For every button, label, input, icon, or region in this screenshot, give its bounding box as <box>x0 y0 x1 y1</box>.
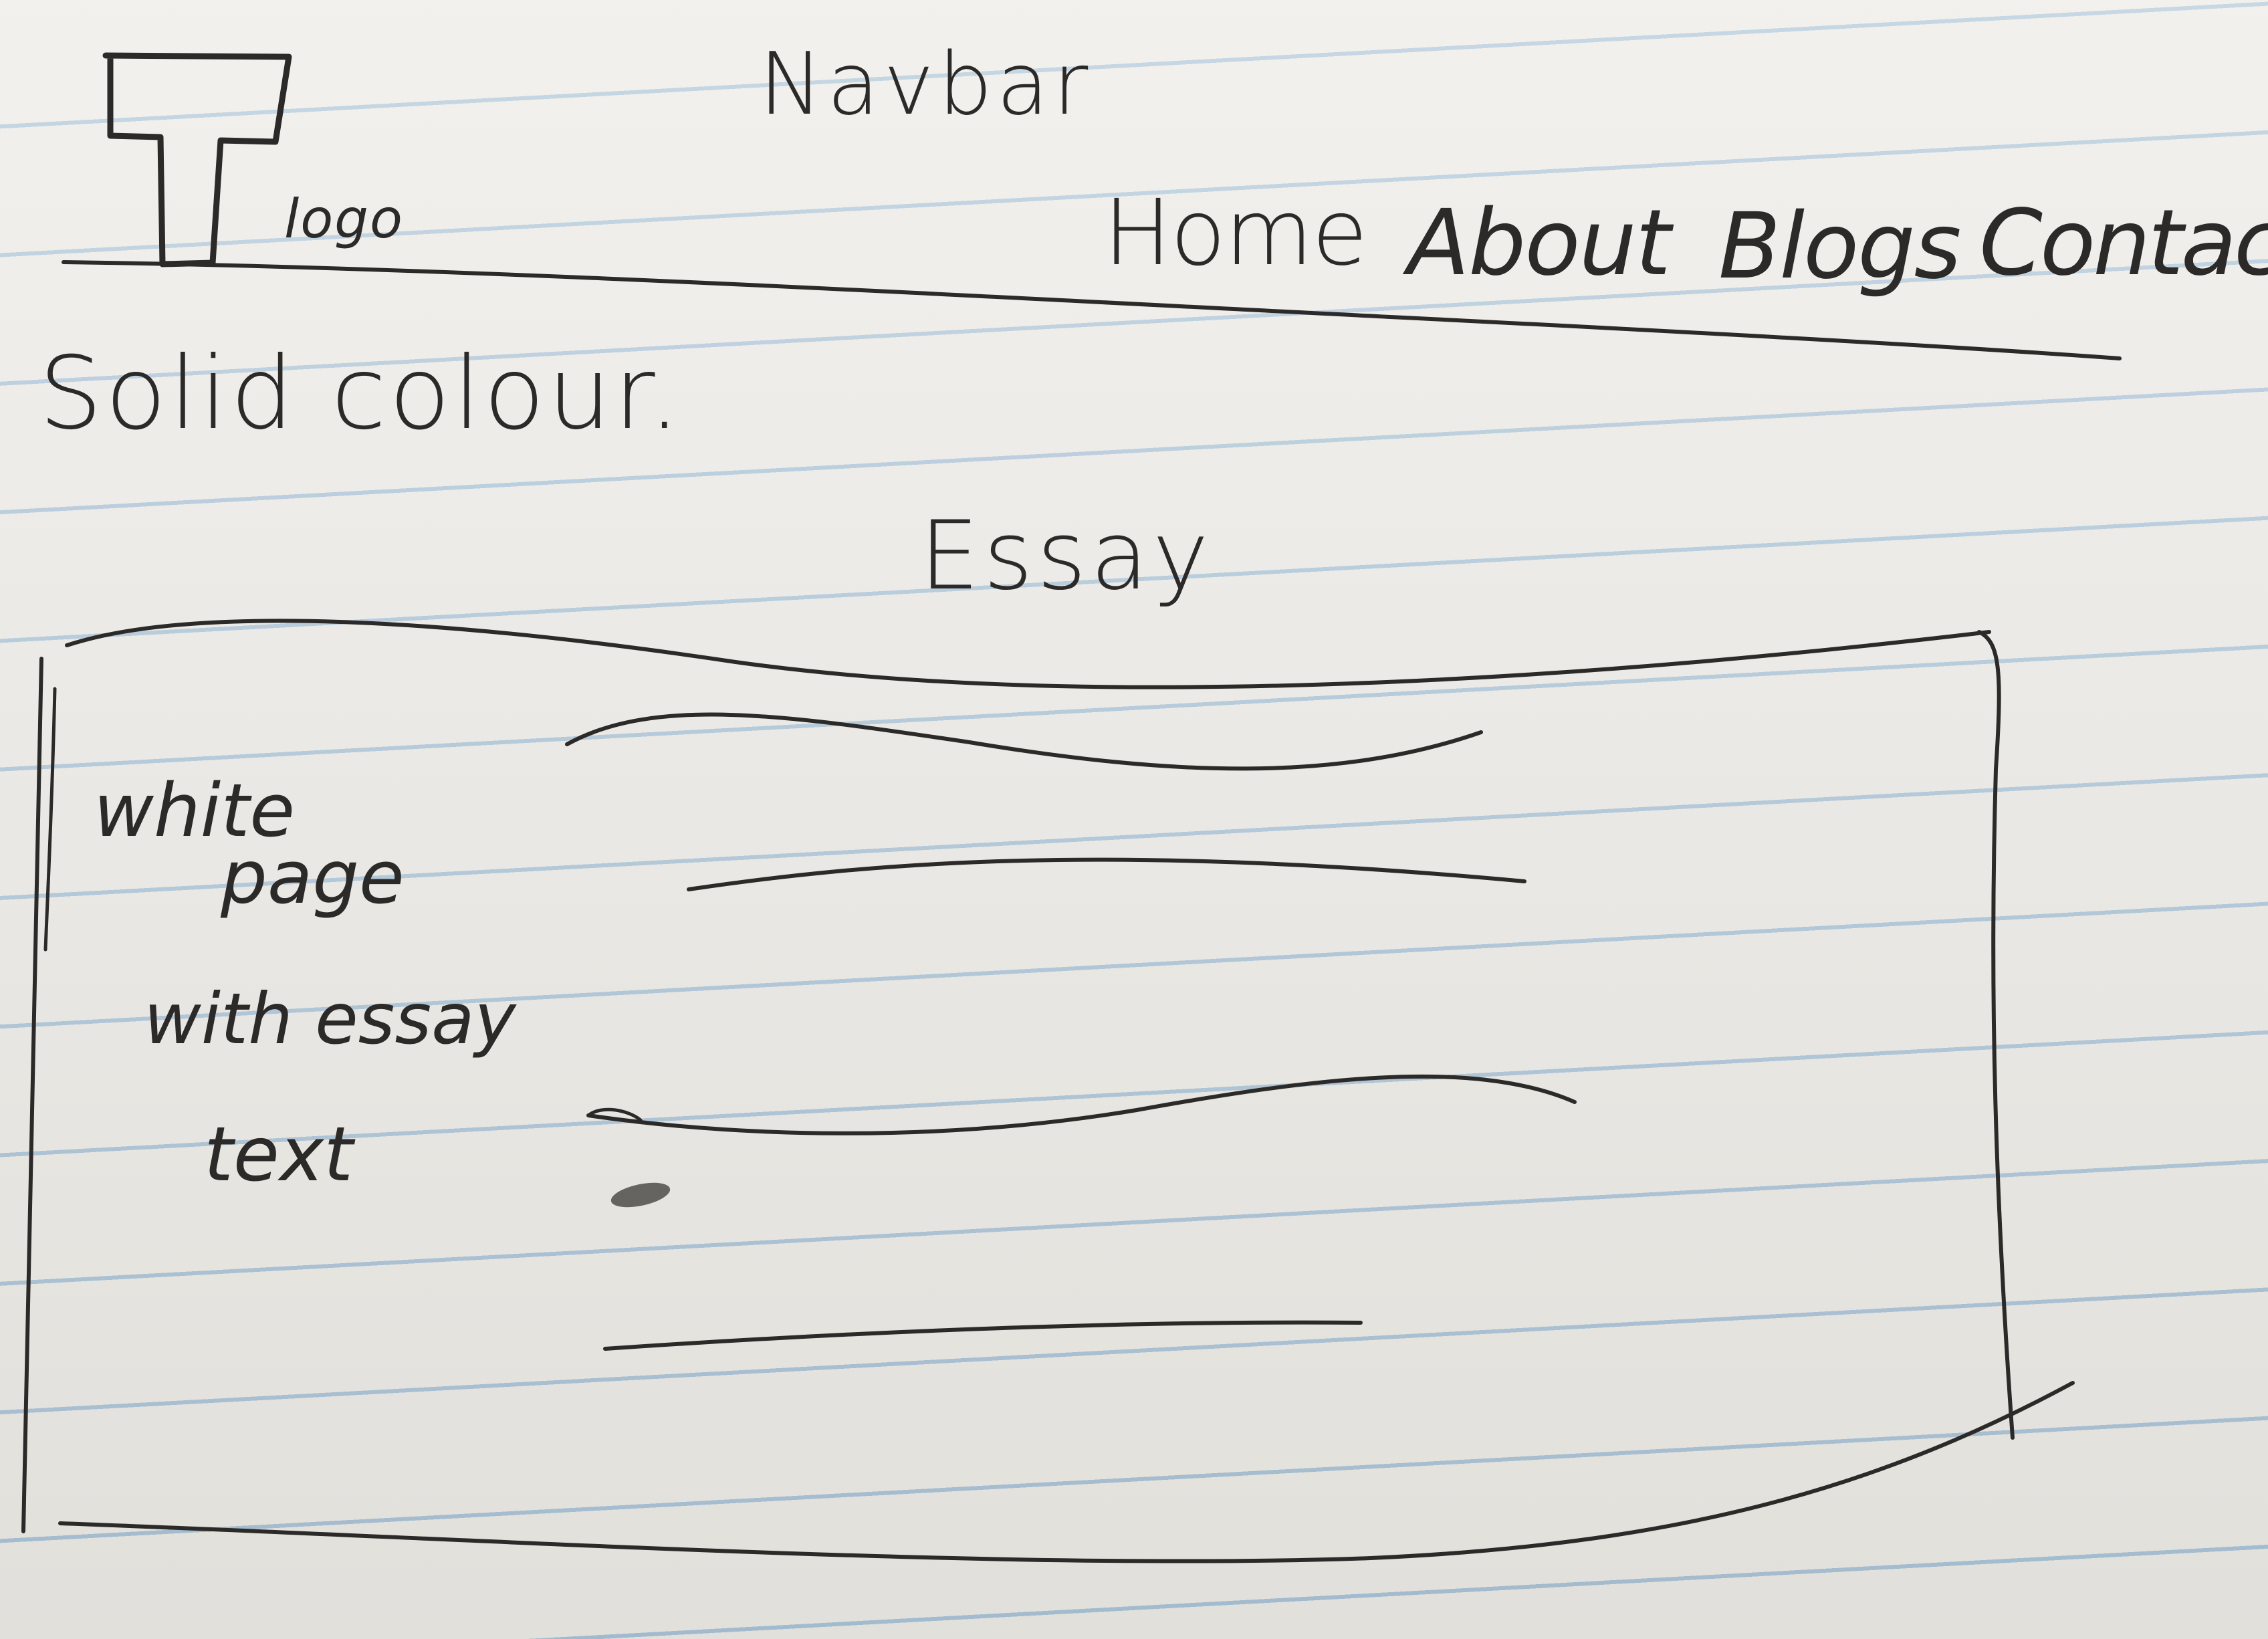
logo-t-shape <box>102 52 292 267</box>
nav-item-contacts[interactable]: Contacts <box>1979 191 2268 296</box>
side-note-line-2: page <box>220 835 405 920</box>
essay-text-line-3-start <box>586 1107 643 1122</box>
essay-side-note: white page with essay text <box>94 768 517 1198</box>
logo: logo <box>102 52 404 267</box>
essay-box-left-inner <box>43 687 57 952</box>
logo-label: logo <box>284 188 404 250</box>
essay-heading: Essay <box>919 501 1213 611</box>
essay-page-box: white page with essay text <box>21 619 2075 1563</box>
navbar-bottom-border <box>62 260 2122 360</box>
essay-box-right <box>1977 630 2015 1440</box>
essay-text-line-4 <box>603 1320 1363 1351</box>
essay-box-left <box>21 657 43 1533</box>
side-note-line-3: with essay <box>144 978 517 1060</box>
ink-smudge <box>610 1182 671 1208</box>
nav-item-about[interactable]: About <box>1402 191 1676 296</box>
navbar-sketch: Navbar logo Home About Blogs Contacts <box>62 35 2268 360</box>
background-note: Solid colour. <box>39 336 683 452</box>
side-note-line-1: white <box>94 768 295 853</box>
essay-box-bottom <box>58 1381 2075 1563</box>
navbar-heading: Navbar <box>759 35 1092 134</box>
essay-text-line-1 <box>565 712 1483 771</box>
essay-text-line-2 <box>687 857 1526 891</box>
essay-text-line-3 <box>586 1074 1577 1135</box>
side-note-line-4: text <box>204 1111 356 1198</box>
nav-item-home[interactable]: Home <box>1103 181 1368 286</box>
essay-box-top <box>65 619 1991 689</box>
nav-item-blogs[interactable]: Blogs <box>1718 194 1961 300</box>
